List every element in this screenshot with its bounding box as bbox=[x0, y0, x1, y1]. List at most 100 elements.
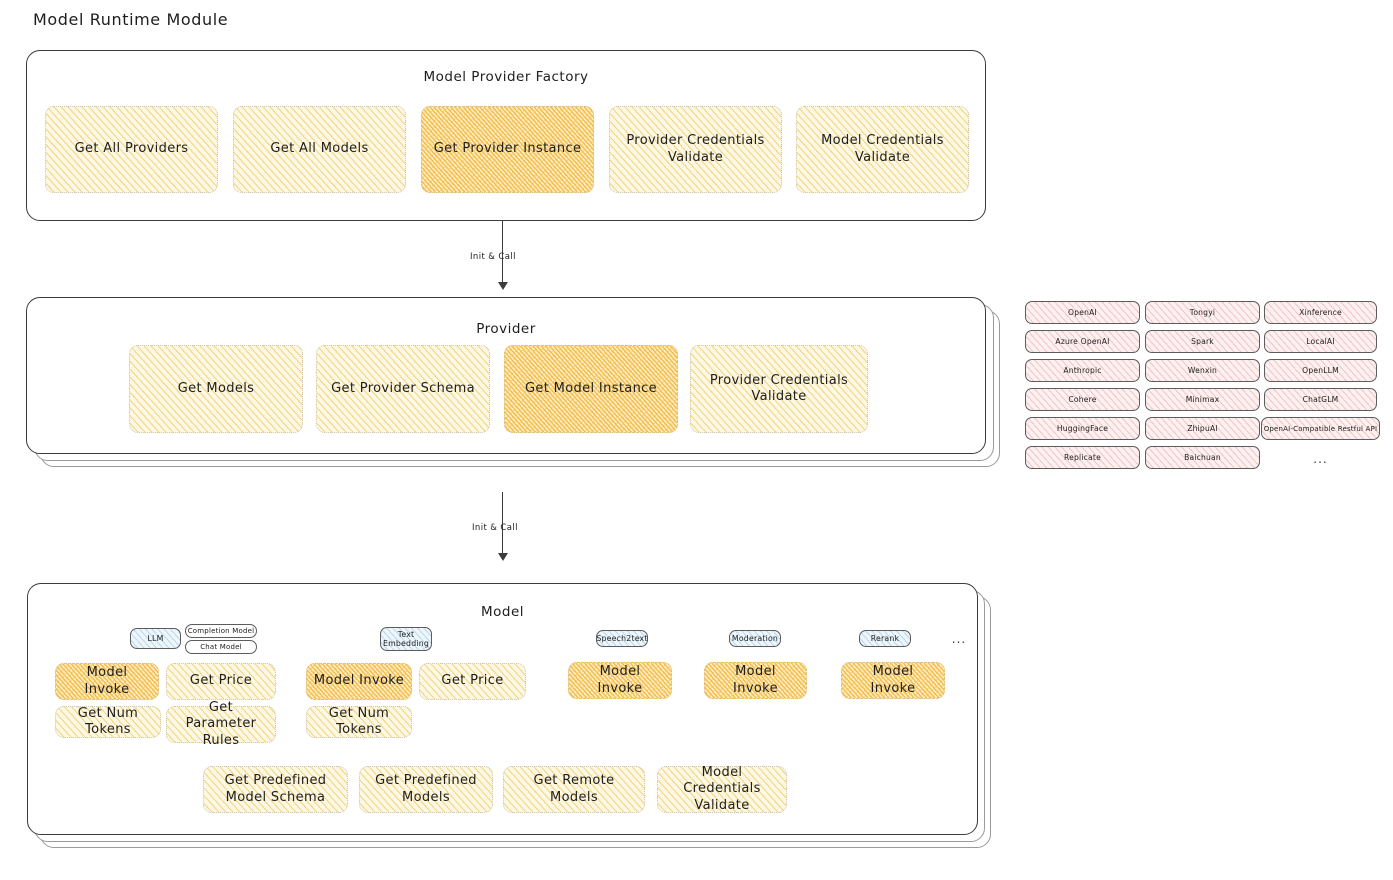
model-item-label: Model Invoke bbox=[733, 664, 778, 696]
model-title: Model bbox=[480, 604, 525, 620]
model-type-tag-text-embedding[interactable]: Text Embedding bbox=[380, 627, 432, 651]
model-type-tag-label: Chat Model bbox=[200, 642, 242, 651]
provider-chip-label: Wenxin bbox=[1187, 366, 1218, 375]
model-llm-item-get-num-tokens[interactable]: Get Num Tokens bbox=[55, 706, 161, 738]
model-embedding-item-model-invoke[interactable]: Model Invoke bbox=[306, 663, 412, 700]
provider-chip-cohere[interactable]: Cohere bbox=[1025, 388, 1140, 411]
provider-chip-azure-openai[interactable]: Azure OpenAI bbox=[1025, 330, 1140, 353]
provider-chip-label: Xinference bbox=[1299, 308, 1342, 317]
provider-chip-label: Spark bbox=[1191, 337, 1214, 346]
provider-item-label: Get Model Instance bbox=[524, 380, 658, 396]
provider-list-more-indicator: ... bbox=[1264, 450, 1377, 468]
provider-chip-huggingface[interactable]: HuggingFace bbox=[1025, 417, 1140, 440]
model-type-tag-label: LLM bbox=[147, 633, 164, 643]
provider-chip-openai[interactable]: OpenAI bbox=[1025, 301, 1140, 324]
arrow-provider-to-model-label: Init & Call bbox=[472, 523, 518, 533]
model-item-label: Get Parameter Rules bbox=[185, 700, 257, 748]
provider-chip-zhipuai[interactable]: ZhipuAI bbox=[1145, 417, 1260, 440]
model-type-tag-label: Completion Model bbox=[187, 626, 255, 635]
provider-chip-label: HuggingFace bbox=[1056, 424, 1109, 433]
provider-chip-label: Cohere bbox=[1068, 395, 1097, 404]
provider-chip-anthropic[interactable]: Anthropic bbox=[1025, 359, 1140, 382]
provider-item-get-model-instance[interactable]: Get Model Instance bbox=[504, 345, 678, 433]
provider-chip-label: Baichuan bbox=[1184, 453, 1221, 462]
model-type-tag-chat-model[interactable]: Chat Model bbox=[185, 640, 257, 654]
model-shared-item-get-remote-models[interactable]: Get Remote Models bbox=[503, 766, 645, 813]
provider-item-label: Get Models bbox=[177, 380, 255, 396]
ellipsis-label: ... bbox=[951, 631, 967, 646]
provider-chip-label: Minimax bbox=[1185, 395, 1220, 404]
model-item-label: Get Num Tokens bbox=[328, 705, 390, 737]
provider-chip-localai[interactable]: LocalAI bbox=[1264, 330, 1377, 353]
provider-item-label: Provider Credentials Validate bbox=[709, 372, 849, 404]
provider-item-get-provider-schema[interactable]: Get Provider Schema bbox=[316, 345, 490, 433]
model-type-tag-rerank[interactable]: Rerank bbox=[859, 630, 911, 647]
factory-item-label: Model Credentials Validate bbox=[821, 133, 944, 165]
arrow-factory-to-provider-line bbox=[502, 221, 504, 283]
model-shared-item-get-predefined-models[interactable]: Get Predefined Models bbox=[359, 766, 493, 813]
provider-chip-spark[interactable]: Spark bbox=[1145, 330, 1260, 353]
provider-chip-label: Anthropic bbox=[1063, 366, 1102, 375]
provider-item-provider-credentials-validate[interactable]: Provider Credentials Validate bbox=[690, 345, 868, 433]
model-type-tag-llm[interactable]: LLM bbox=[130, 628, 181, 649]
model-type-tag-speech2text[interactable]: Speech2text bbox=[596, 630, 648, 647]
model-llm-item-get-parameter-rules[interactable]: Get Parameter Rules bbox=[166, 700, 276, 748]
model-shared-item-get-predefined-model-schema[interactable]: Get Predefined Model Schema bbox=[203, 766, 348, 813]
factory-item-get-provider-instance[interactable]: Get Provider Instance bbox=[421, 106, 594, 193]
provider-item-get-models[interactable]: Get Models bbox=[129, 345, 303, 433]
model-llm-item-model-invoke[interactable]: Model Invoke bbox=[55, 663, 159, 700]
provider-chip-label: OpenLLM bbox=[1302, 366, 1339, 375]
arrow-factory-to-provider-head bbox=[498, 282, 508, 290]
provider-title: Provider bbox=[476, 321, 536, 337]
provider-chip-baichuan[interactable]: Baichuan bbox=[1145, 446, 1260, 469]
model-shared-item-label: Get Predefined Model Schema bbox=[224, 773, 327, 805]
factory-item-get-all-models[interactable]: Get All Models bbox=[233, 106, 406, 193]
model-item-label: Model Invoke bbox=[84, 665, 130, 697]
provider-chip-chatglm[interactable]: ChatGLM bbox=[1264, 388, 1377, 411]
provider-chip-label: OpenAI bbox=[1068, 308, 1097, 317]
provider-chip-label: ZhipuAI bbox=[1187, 424, 1218, 433]
model-type-tag-completion-model[interactable]: Completion Model bbox=[185, 624, 257, 638]
model-embedding-item-get-price[interactable]: Get Price bbox=[419, 663, 526, 700]
model-type-tag-label: Speech2text bbox=[596, 633, 648, 643]
model-item-label: Get Price bbox=[189, 673, 253, 689]
factory-item-provider-credentials-validate[interactable]: Provider Credentials Validate bbox=[609, 106, 782, 193]
model-shared-item-label: Get Remote Models bbox=[533, 773, 615, 805]
provider-chip-label: Tongyi bbox=[1189, 308, 1216, 317]
model-item-label: Get Price bbox=[441, 673, 504, 689]
provider-chip-wenxin[interactable]: Wenxin bbox=[1145, 359, 1260, 382]
provider-chip-openllm[interactable]: OpenLLM bbox=[1264, 359, 1377, 382]
provider-item-label: Get Provider Schema bbox=[331, 380, 475, 396]
provider-chip-label: ChatGLM bbox=[1302, 395, 1339, 404]
provider-chip-openai-compatible-restful-api[interactable]: OpenAI-Compatible Restful API bbox=[1261, 417, 1380, 440]
model-shared-item-label: Model Credentials Validate bbox=[683, 765, 761, 813]
model-type-tag-moderation[interactable]: Moderation bbox=[729, 630, 781, 647]
model-item-label: Model Invoke bbox=[313, 673, 405, 689]
factory-item-label: Get All Models bbox=[270, 141, 369, 157]
model-speech2text-item-model-invoke[interactable]: Model Invoke bbox=[568, 662, 672, 699]
provider-chip-label: OpenAI-Compatible Restful API bbox=[1263, 424, 1378, 433]
provider-chip-tongyi[interactable]: Tongyi bbox=[1145, 301, 1260, 324]
factory-item-label: Get Provider Instance bbox=[433, 141, 582, 157]
arrow-factory-to-provider-label: Init & Call bbox=[470, 252, 516, 262]
factory-item-model-credentials-validate[interactable]: Model Credentials Validate bbox=[796, 106, 969, 193]
ellipsis-label: ... bbox=[1313, 452, 1328, 466]
factory-item-label: Provider Credentials Validate bbox=[626, 133, 765, 165]
arrow-provider-to-model-line bbox=[502, 492, 504, 554]
model-llm-item-get-price[interactable]: Get Price bbox=[166, 663, 276, 700]
model-embedding-item-get-num-tokens[interactable]: Get Num Tokens bbox=[306, 706, 412, 738]
provider-chip-label: LocalAI bbox=[1306, 337, 1335, 346]
model-moderation-item-model-invoke[interactable]: Model Invoke bbox=[704, 662, 807, 699]
provider-chip-replicate[interactable]: Replicate bbox=[1025, 446, 1140, 469]
provider-chip-label: Replicate bbox=[1064, 453, 1101, 462]
model-shared-item-model-credentials-validate[interactable]: Model Credentials Validate bbox=[657, 765, 787, 813]
model-type-tag-label: Text Embedding bbox=[382, 629, 430, 648]
model-groups-more-indicator: ... bbox=[946, 630, 972, 647]
model-rerank-item-model-invoke[interactable]: Model Invoke bbox=[841, 662, 945, 699]
factory-item-get-all-providers[interactable]: Get All Providers bbox=[45, 106, 218, 193]
model-item-label: Get Num Tokens bbox=[77, 705, 139, 737]
arrow-provider-to-model-head bbox=[498, 553, 508, 561]
provider-chip-xinference[interactable]: Xinference bbox=[1264, 301, 1377, 324]
provider-chip-minimax[interactable]: Minimax bbox=[1145, 388, 1260, 411]
